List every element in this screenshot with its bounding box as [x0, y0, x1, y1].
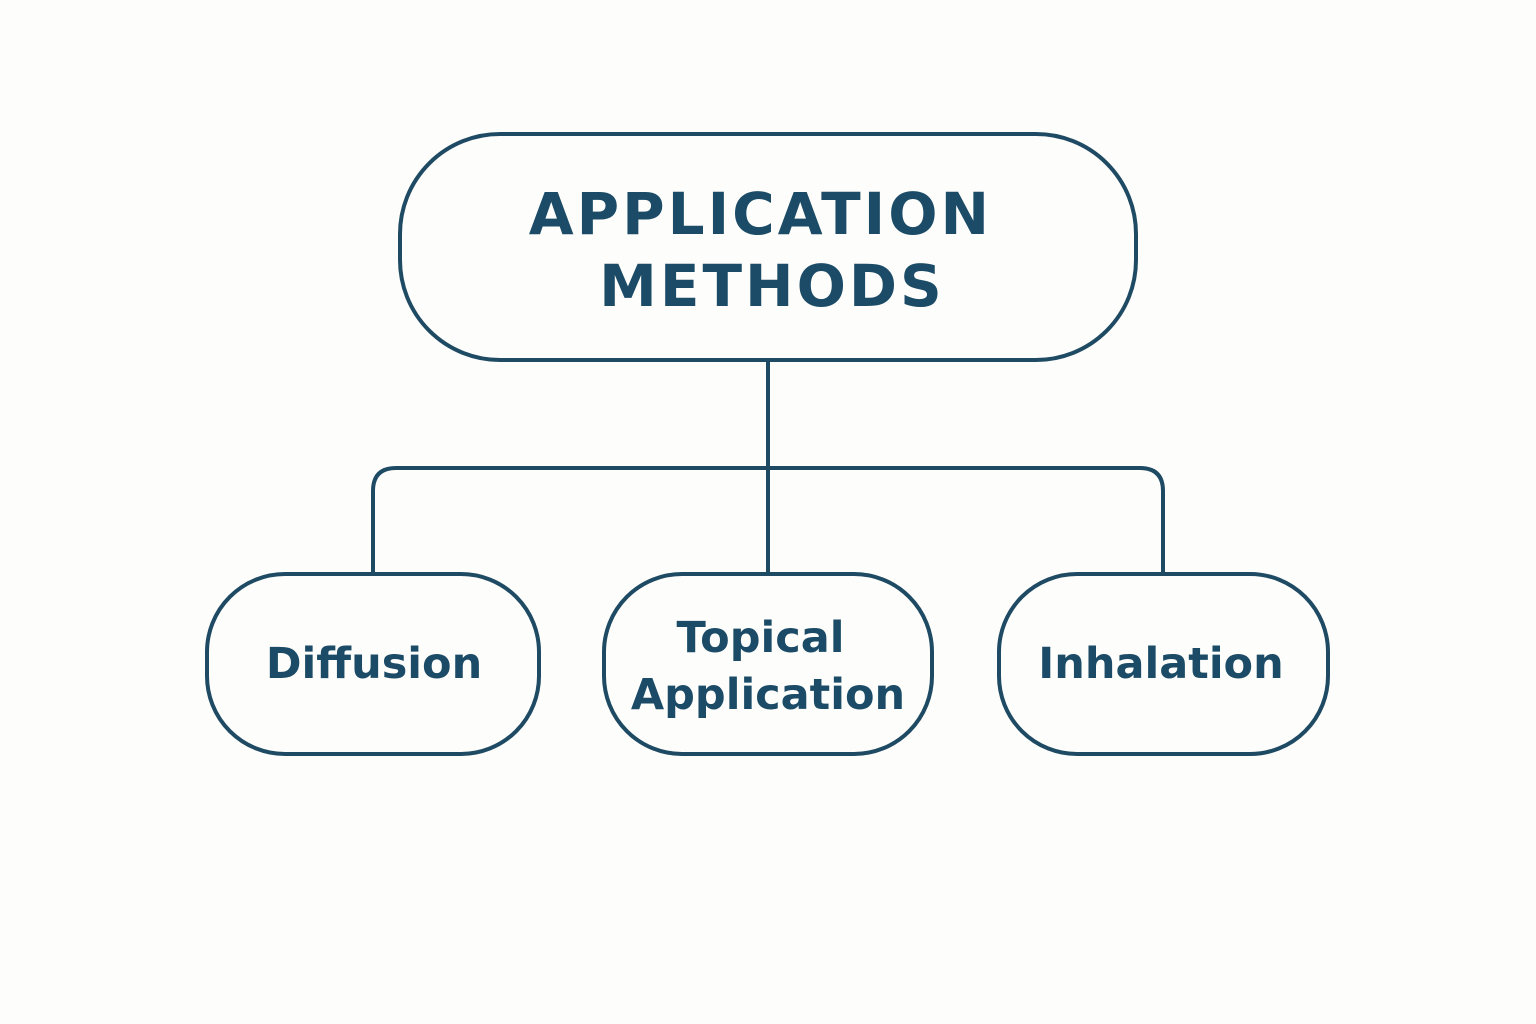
edge-branch-to-diffusion: [371, 466, 770, 574]
child-node-inhalation-label-line-1: Inhalation: [1038, 639, 1283, 689]
root-node: APPLICATION METHODS: [398, 132, 1138, 362]
child-node-diffusion-label: Diffusion: [266, 639, 482, 689]
root-node-label-line-1: APPLICATION: [529, 180, 992, 248]
child-node-diffusion-label-line-1: Diffusion: [266, 639, 482, 689]
child-node-topical-application-label: Topical Application: [631, 613, 905, 720]
root-node-label-line-2: METHODS: [599, 252, 945, 320]
child-node-topical-application-label-line-2: Application: [631, 670, 905, 720]
root-node-box: [398, 132, 1138, 362]
child-node-inhalation: Inhalation: [997, 572, 1330, 756]
connector-lines: [371, 358, 1165, 574]
child-node-inhalation-label: Inhalation: [1038, 639, 1283, 689]
root-node-label: APPLICATION METHODS: [529, 180, 1016, 320]
child-node-diffusion-box: [205, 572, 541, 756]
child-node-topical-application-box: [602, 572, 934, 756]
edge-branch-to-inhalation: [766, 466, 1165, 574]
child-node-inhalation-box: [997, 572, 1330, 756]
child-node-topical-application: Topical Application: [602, 572, 934, 756]
child-node-diffusion: Diffusion: [205, 572, 541, 756]
child-node-topical-application-label-line-1: Topical: [677, 613, 845, 663]
